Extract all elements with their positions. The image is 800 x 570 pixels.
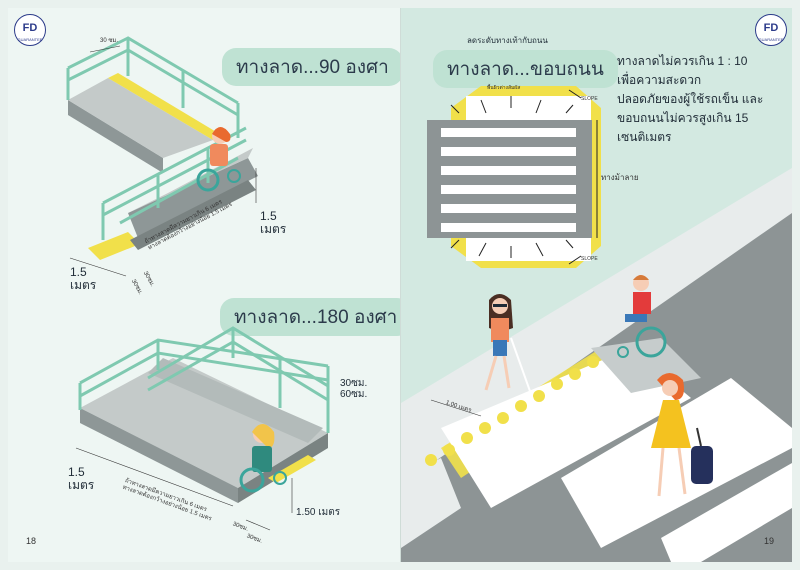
- header-note: ลดระดับทางเท้ากับถนน: [467, 36, 548, 45]
- page-number-right: 19: [763, 536, 774, 546]
- ramp-180-dim-60: 60ซม.: [340, 389, 368, 400]
- ramp-90-title: ทางลาด...90 องศา: [222, 48, 400, 86]
- ramp-90-illustration: [66, 36, 258, 277]
- people-illustration: [430, 275, 713, 497]
- curb-ramp-title: ทางลาด...ขอบถนน: [433, 50, 618, 88]
- page-number-left: 18: [26, 536, 37, 546]
- curb-ramp-description: ทางลาดไม่ควรเกิน 1 : 10 เพื่อความสะดวก ป…: [617, 54, 764, 144]
- slope-label-top: SLOPE: [581, 96, 598, 102]
- curb-ramp-plan: [427, 86, 601, 268]
- ramp-180-title: ทางลาด...180 องศา: [220, 298, 400, 336]
- ramp-180-dim-150: 1.50 เมตร: [296, 507, 341, 518]
- crosswalk-label: ทางม้าลาย: [601, 173, 639, 182]
- dim-30cm-top: 30 ซม.: [100, 38, 119, 44]
- tactile-label: พื้นผิวต่างสัมผัส: [487, 85, 521, 91]
- ramp-180-illustration: [75, 326, 330, 531]
- slope-label-bottom: SLOPE: [581, 256, 598, 262]
- ramp-180-dim-30: 30ซม.: [340, 378, 368, 389]
